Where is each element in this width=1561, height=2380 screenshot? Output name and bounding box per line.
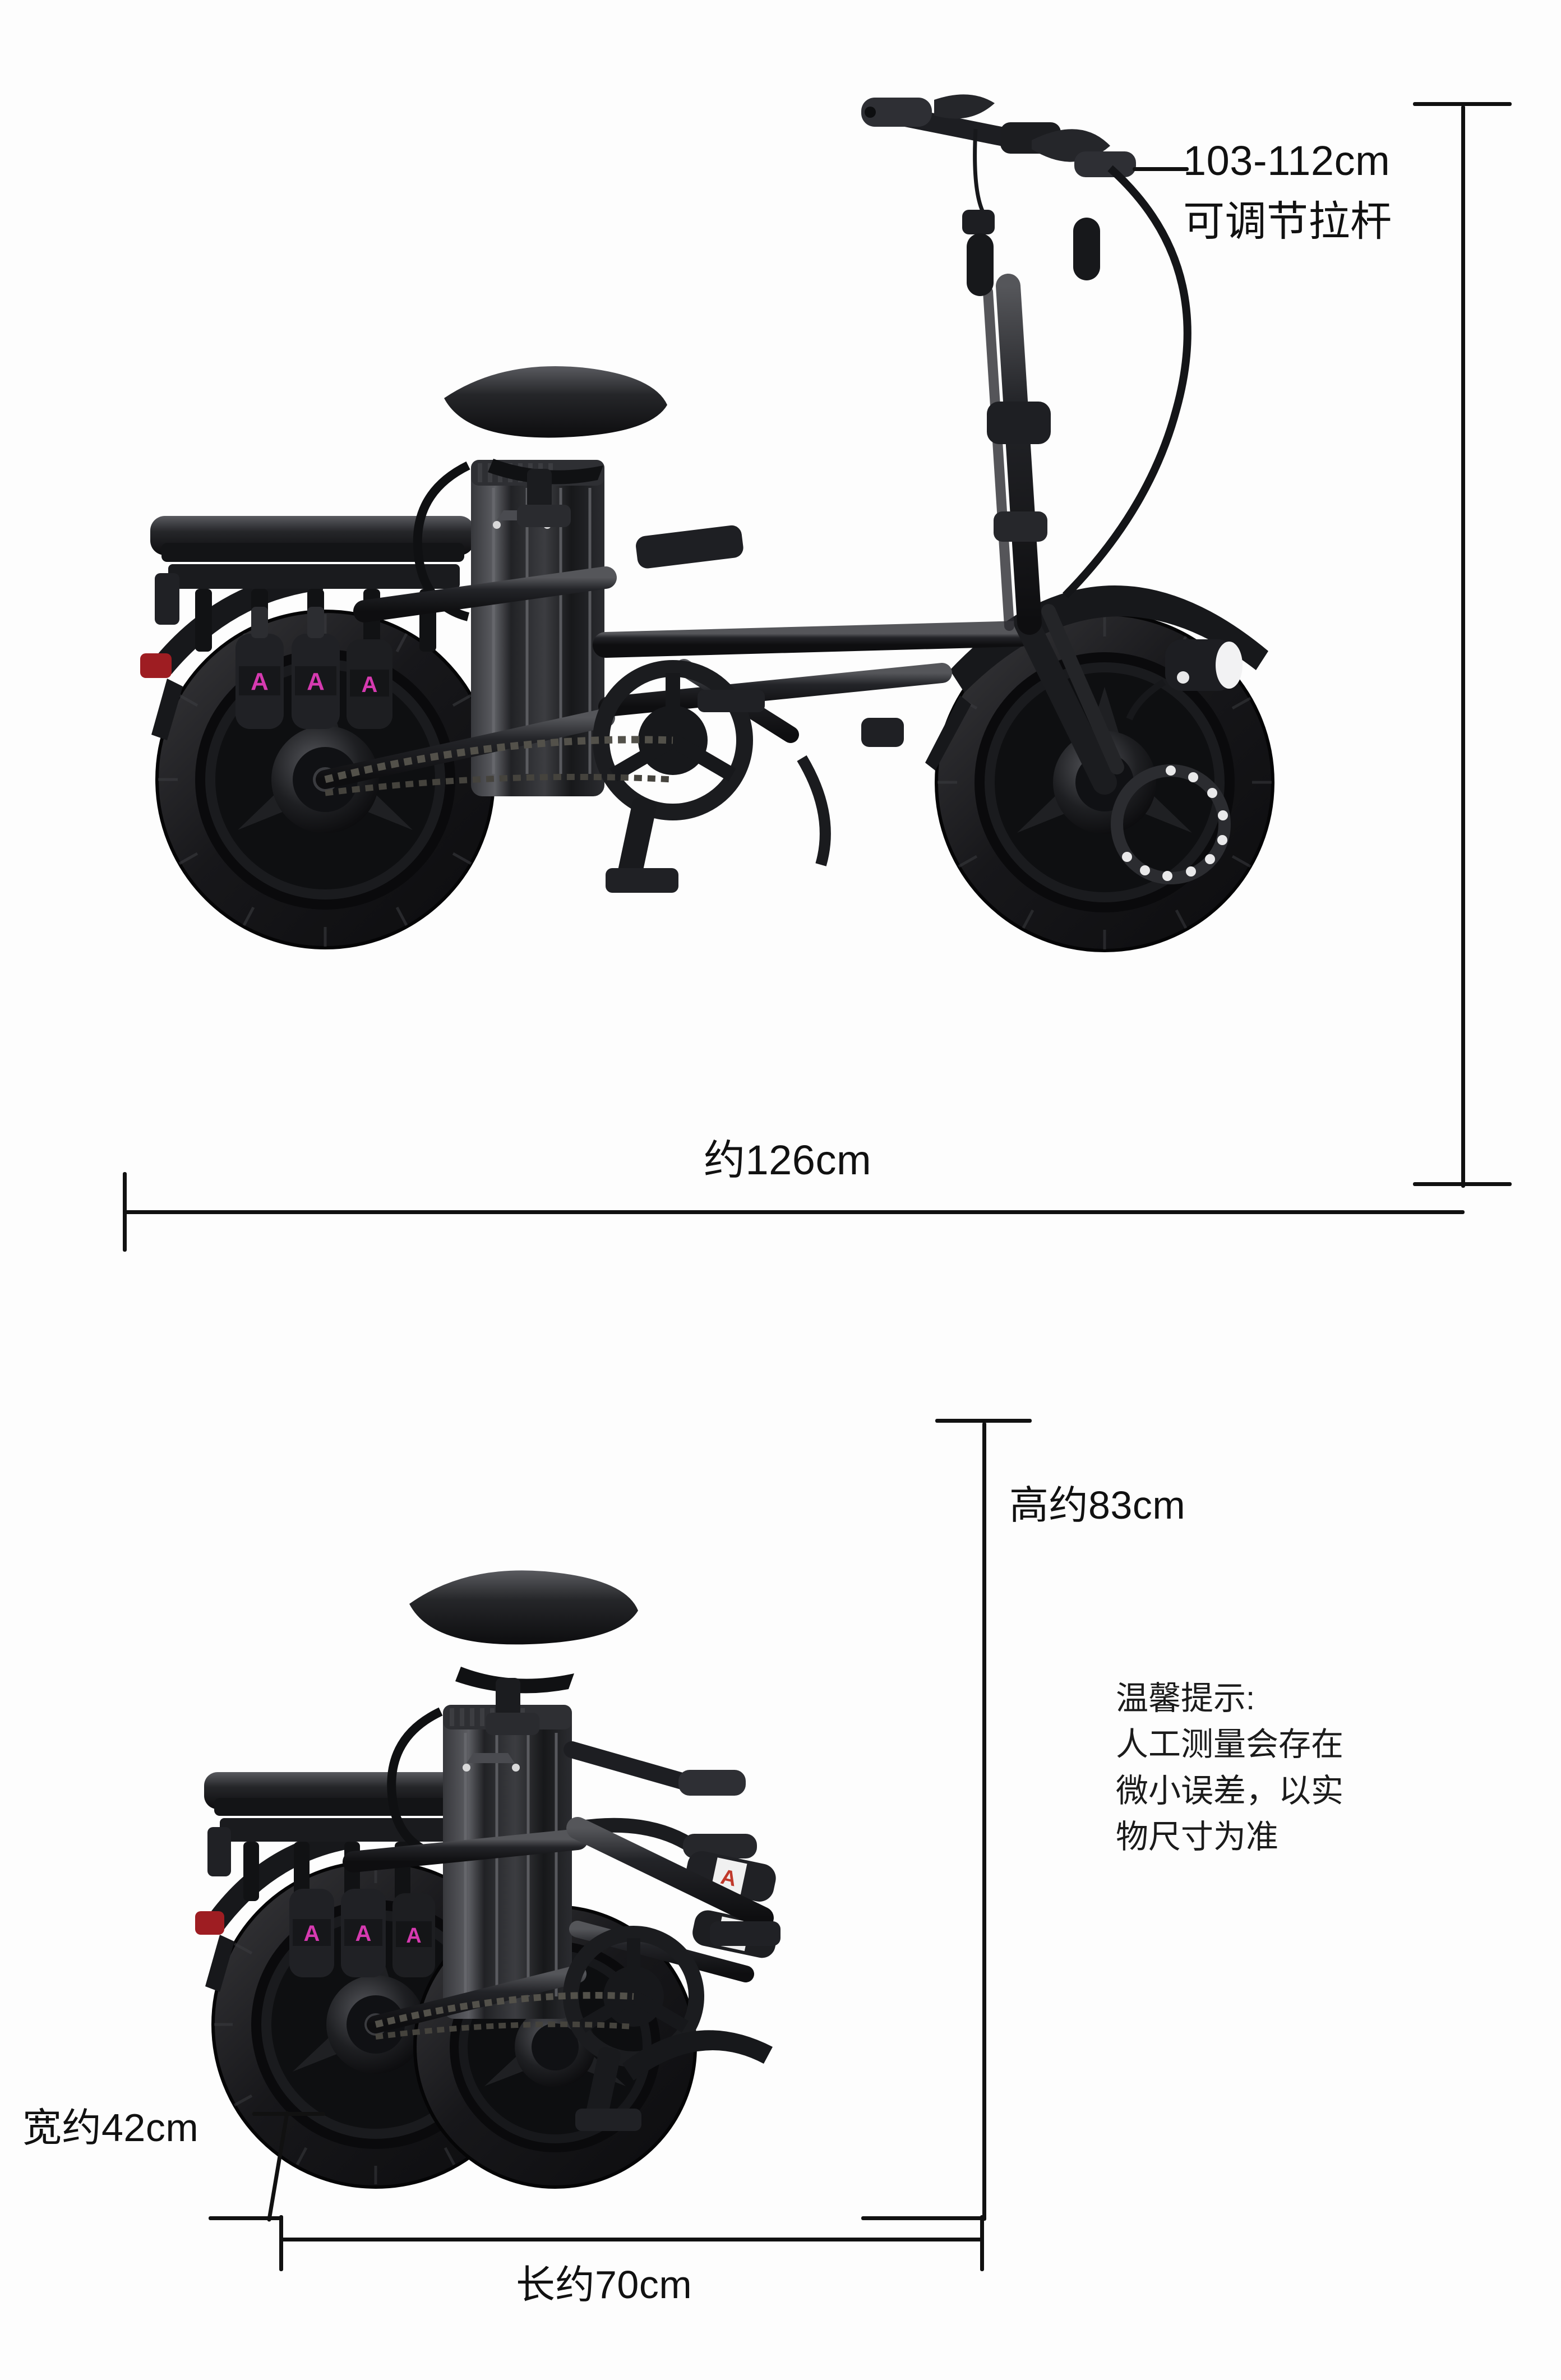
right-grip [1074,151,1136,177]
folded-height-top-cap [935,1419,1032,1423]
handlebar-height-label: 可调节拉杆 [1183,198,1392,245]
measurement-note: 温馨提示: 人工测量会存在 微小误差，以实 物尺寸为准 [1116,1676,1343,1860]
folded-shock-absorbers: A A A [289,1889,435,1977]
seat-clamp [517,505,571,527]
handlebar-assembly [861,94,1191,598]
note-title: 温馨提示: [1116,1680,1255,1717]
front-fork-and-steering [983,274,1124,795]
folded-length-left-cap [279,2215,283,2271]
note-line-1: 人工测量会存在 [1116,1726,1344,1763]
handlebar-callout-arrow [1133,167,1189,171]
handlebar-height-bottom-cap [1413,1182,1512,1186]
folded-height-value: 高约83cm [1009,1483,1186,1527]
pedal [606,868,678,893]
folded-width-left-rule [209,2216,283,2220]
folding-clamp [987,402,1051,444]
svg-text:A: A [355,1921,372,1946]
folded-width-value: 宽约42cm [22,2106,199,2150]
rear-shock-absorbers: A A A [235,607,392,729]
note-line-2: 微小误差，以实 [1116,1772,1344,1809]
folded-length-value: 长约70cm [516,2263,692,2307]
handlebar-height-top-cap [1413,102,1512,106]
left-grip [861,98,932,127]
rear-fender [151,568,325,674]
folded-length-dimension-line [280,2238,984,2241]
folded-battery-lock [467,1753,515,1763]
saddle [444,366,667,527]
svg-text:A: A [251,668,269,695]
frame-hinge [636,525,743,569]
folded-width-leader-line [267,2111,289,2222]
headlight [1126,639,1243,721]
folded-rear-reflector [195,1911,224,1935]
svg-text:A: A [406,1924,421,1948]
disc-brake-rotor [1111,764,1231,884]
folded-chain [375,1992,634,2028]
note-line-3: 物尺寸为准 [1116,1819,1279,1856]
folded-width-right-rule [861,2216,983,2220]
chain [324,736,673,783]
crank-arm [617,797,657,883]
folded-bike-photo: A A A [185,1436,976,2221]
key-fob-right [1073,218,1100,280]
overall-length-value: 约126cm [704,1137,872,1183]
folded-seat-clamp [486,1713,539,1735]
overall-length-left-cap [123,1172,127,1252]
folded-battery-pack [387,1705,572,2019]
brake-cable [1063,165,1191,598]
rear-reflector [140,653,172,678]
svg-text:A: A [304,1921,320,1946]
overall-length-dimension-line [124,1210,1465,1214]
brake-lever-left [934,94,995,119]
folded-front-fender [622,2030,773,2081]
folded-pedal [575,2109,641,2131]
key-fob-left [967,233,994,296]
unfolded-bike-photo: A A A [101,73,1368,1155]
folded-rear-fender [206,1827,354,1929]
kickstand [797,755,831,866]
svg-text:A: A [307,668,325,695]
handlebar-height-value: 103-112cm [1183,137,1391,184]
folded-saddle [409,1570,638,1735]
folded-height-dimension-line [982,1422,986,2221]
folded-length-right-cap [980,2215,984,2271]
handlebar-height-dimension-line [1461,105,1465,1188]
folded-crankset [563,1921,780,2131]
svg-text:A: A [362,672,378,697]
